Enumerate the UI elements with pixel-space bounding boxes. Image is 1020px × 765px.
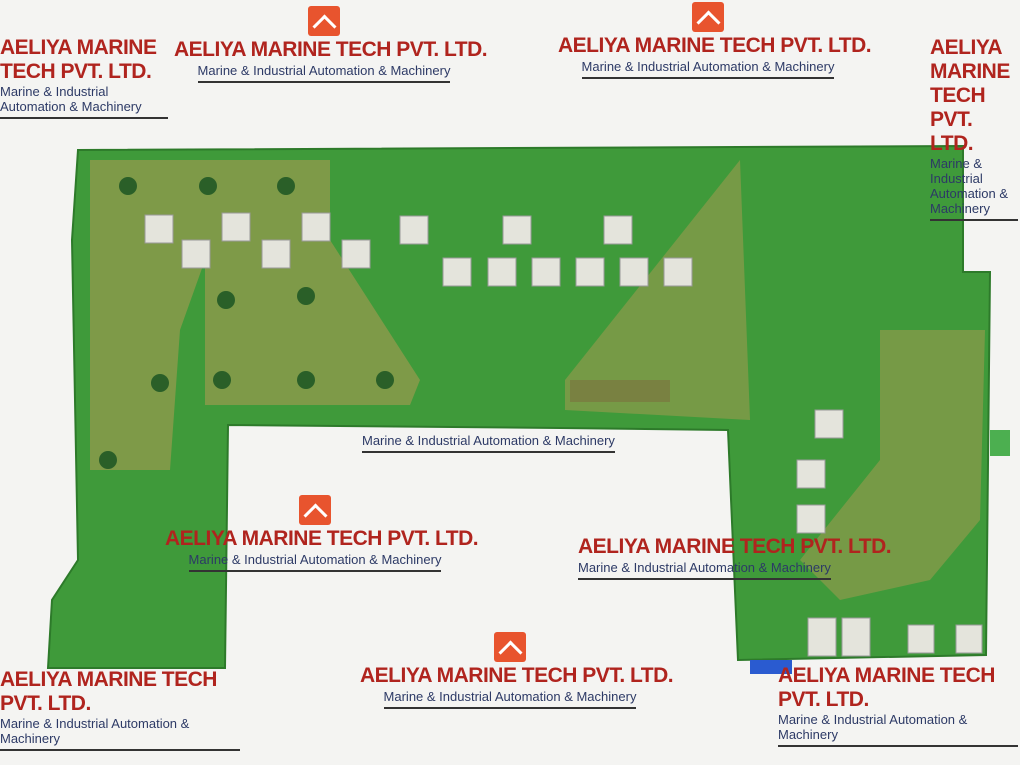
watermark-company: AELIYA MARINE TECH PVT. LTD. — [558, 34, 872, 57]
watermark: Marine & Industrial Automation & Machine… — [362, 432, 662, 453]
watermark-company: AELIYA MARINE TECH PVT. LTD. — [0, 668, 217, 715]
watermark-company: AELIYA MARINE TECH PVT. LTD. — [165, 527, 479, 550]
connector — [750, 660, 792, 674]
watermark: AELIYA MARINE TECH PVT. LTD. Marine & In… — [558, 2, 872, 79]
watermark-tagline: Marine & Industrial Automation & Machine… — [188, 552, 442, 572]
watermark: AELIYA MARINE TECH PVT. LTD. Marine & In… — [0, 668, 240, 751]
watermark-tagline: Marine & Industrial Automation & Machine… — [383, 689, 637, 709]
watermark-company: AELIYA MARINE TECH PVT. LTD. — [930, 36, 1010, 155]
copper-plane — [565, 160, 750, 420]
watermark-tagline: Marine & Industrial Automation & Machine… — [930, 156, 1018, 221]
watermark: AELIYA MARINE TECH PVT. LTD. Marine & In… — [174, 6, 488, 83]
terminal-pads — [144, 212, 983, 657]
company-logo-icon — [299, 495, 331, 525]
watermark-company: AELIYA MARINE TECH PVT. LTD. — [0, 36, 157, 83]
watermark-tagline: Marine & Industrial Automation & Machine… — [362, 433, 615, 453]
watermark: AELIYA MARINE TECH PVT. LTD. Marine & In… — [360, 632, 674, 709]
watermark: AELIYA MARINE TECH PVT. LTD. Marine & In… — [165, 495, 479, 572]
mounting-holes — [99, 177, 394, 469]
company-logo-icon — [692, 2, 724, 32]
watermark-company: AELIYA MARINE TECH PVT. LTD. — [578, 535, 892, 558]
copper-plane — [800, 330, 985, 600]
company-logo-icon — [494, 632, 526, 662]
ic-row — [570, 380, 670, 402]
watermark-tagline: Marine & Industrial Automation & Machine… — [581, 59, 835, 79]
watermark-company: AELIYA MARINE TECH PVT. LTD. — [778, 664, 995, 711]
watermark-tagline: Marine & Industrial Automation & Machine… — [0, 716, 240, 751]
company-logo-icon — [308, 6, 340, 36]
watermark-company: AELIYA MARINE TECH PVT. LTD. — [360, 664, 674, 687]
watermark: AELIYA MARINE TECH PVT. LTD. Marine & In… — [0, 36, 168, 119]
watermark: AELIYA MARINE TECH PVT. LTD. Marine & In… — [578, 535, 892, 580]
watermark-tagline: Marine & Industrial Automation & Machine… — [578, 560, 831, 580]
watermark-tagline: Marine & Industrial Automation & Machine… — [197, 63, 451, 83]
watermark-company: AELIYA MARINE TECH PVT. LTD. — [174, 38, 488, 61]
watermark-tagline: Marine & Industrial Automation & Machine… — [0, 84, 168, 119]
watermark-tagline: Marine & Industrial Automation & Machine… — [778, 712, 1018, 747]
watermark: AELIYA MARINE TECH PVT. LTD. Marine & In… — [778, 664, 1018, 747]
connector — [990, 430, 1010, 456]
watermark: AELIYA MARINE TECH PVT. LTD. Marine & In… — [930, 36, 1018, 221]
